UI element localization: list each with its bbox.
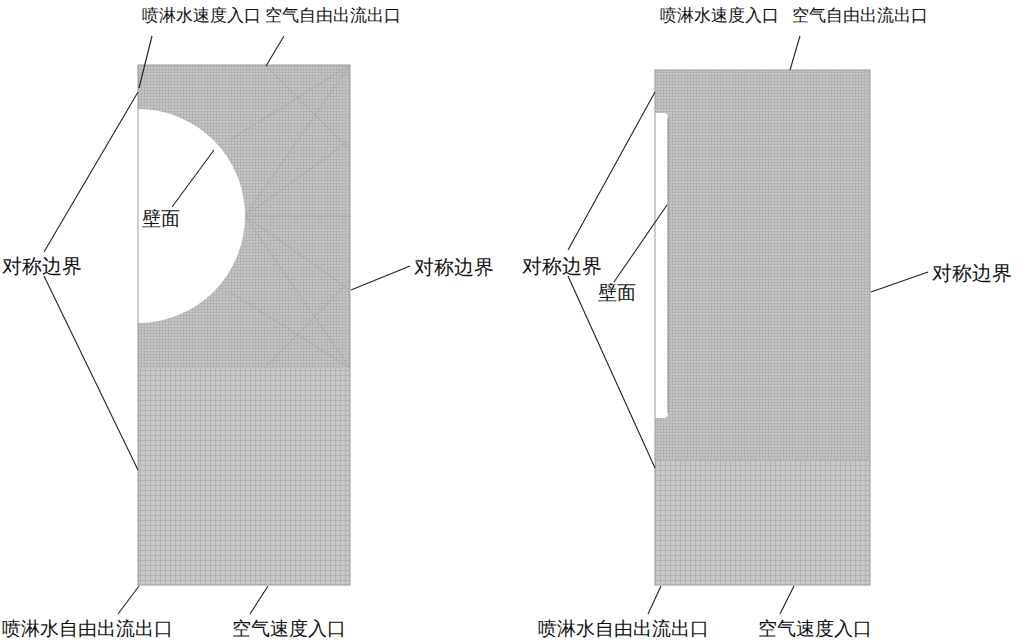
callout-label: 空气自由出流出口 (265, 6, 401, 25)
leader-lines (44, 36, 928, 614)
callout-label: 空气速度入口 (758, 618, 872, 639)
callout-label: 壁面 (598, 282, 636, 303)
callout-label: 喷淋水自由出流出口 (538, 618, 709, 639)
callout-label: 喷淋水速度入口 (660, 6, 779, 25)
callout-label: 空气自由出流出口 (792, 6, 928, 25)
callout-label: 对称边界 (932, 262, 1012, 284)
left-mesh-domain (31, 65, 350, 585)
callout-label: 壁面 (142, 208, 180, 229)
callout-label: 对称边界 (2, 255, 82, 277)
callout-label: 对称边界 (522, 255, 602, 277)
callout-label: 喷淋水自由出流出口 (2, 618, 173, 639)
callout-label: 喷淋水速度入口 (142, 6, 261, 25)
callout-label: 对称边界 (414, 256, 494, 278)
right-mesh-domain (655, 70, 870, 585)
callout-label: 空气速度入口 (232, 618, 346, 639)
